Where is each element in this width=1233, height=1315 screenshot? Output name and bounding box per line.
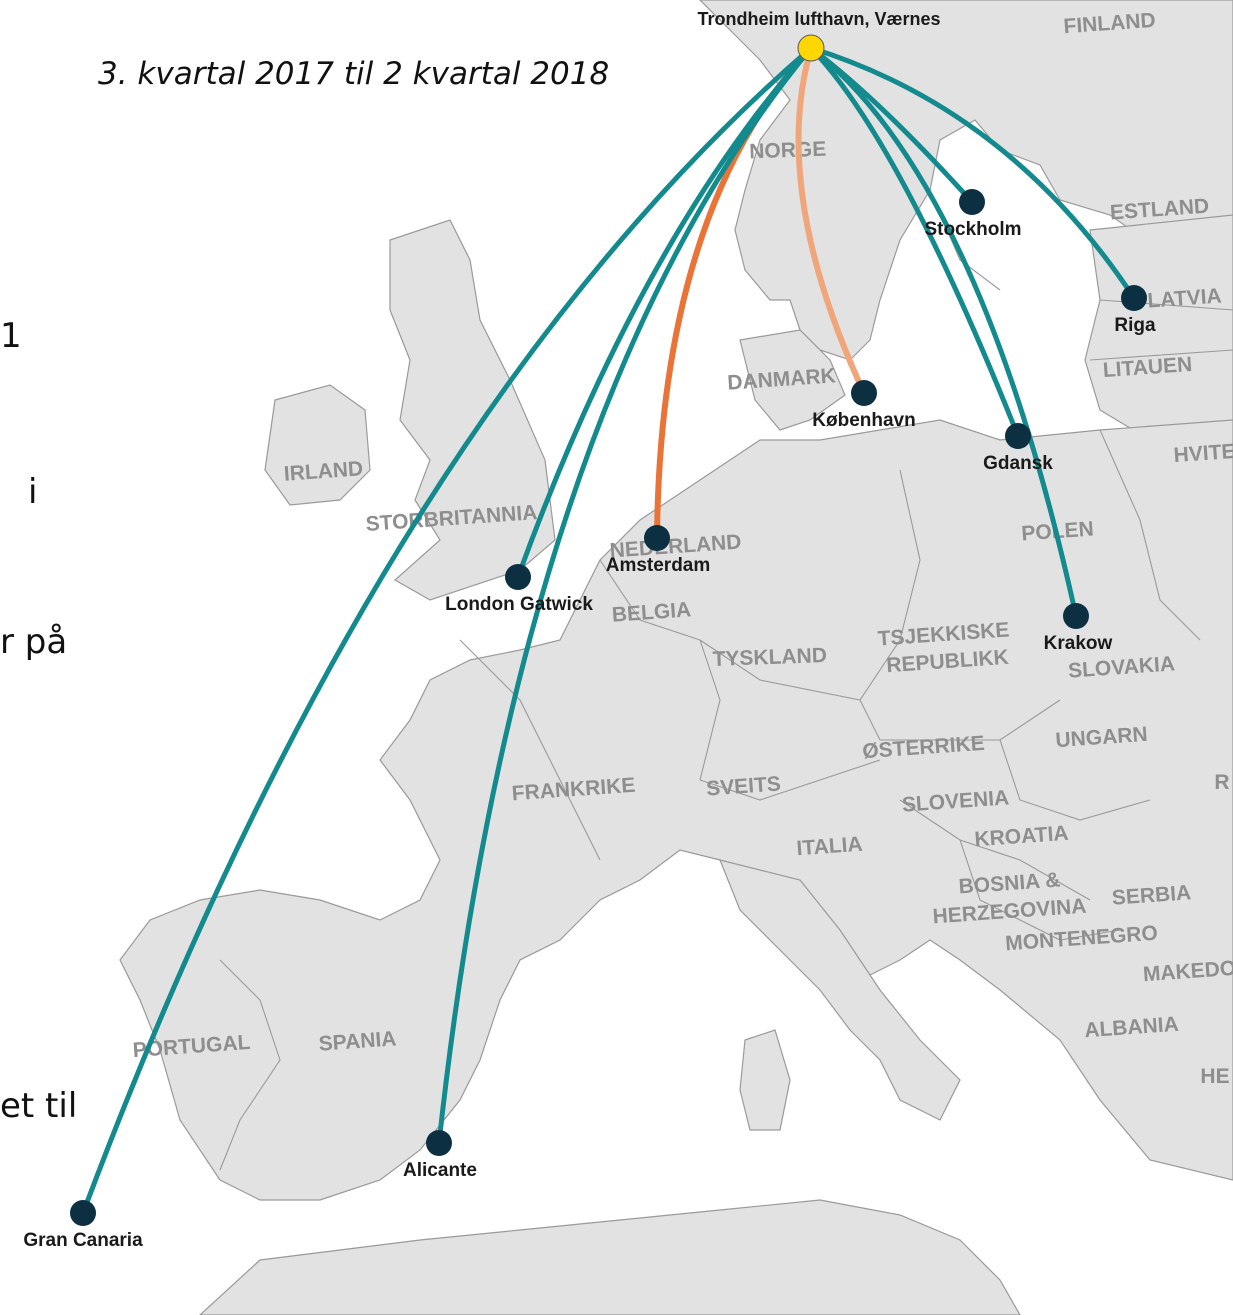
britain-land bbox=[389, 219, 556, 601]
route-line bbox=[436, 45, 814, 1146]
italy-land bbox=[719, 859, 961, 1121]
country-label: TYSKLAND bbox=[712, 644, 827, 671]
sardinia-land bbox=[739, 1029, 791, 1131]
airport-marker[interactable] bbox=[1005, 423, 1031, 449]
country-label: BELGIA bbox=[611, 598, 692, 626]
country-label: SERBIA bbox=[1111, 881, 1192, 909]
airport-label: København bbox=[812, 410, 915, 431]
country-label: LATVIA bbox=[1147, 284, 1223, 312]
country-label: NORGE bbox=[749, 138, 827, 164]
hub-airport-marker[interactable] bbox=[797, 34, 825, 62]
airport-label: Gran Canaria bbox=[23, 1230, 143, 1251]
country-borders bbox=[219, 189, 1233, 1171]
airport-label: Riga bbox=[1114, 315, 1156, 336]
north-africa-land bbox=[199, 1199, 1021, 1315]
airport-marker[interactable] bbox=[426, 1130, 452, 1156]
country-label: ITALIA bbox=[796, 833, 864, 861]
country-label: SPANIA bbox=[318, 1027, 397, 1055]
ireland-land bbox=[264, 384, 371, 506]
routes bbox=[80, 45, 1137, 1216]
route-line bbox=[808, 45, 1079, 619]
route-line bbox=[808, 45, 1021, 439]
side-text-fragment: r på bbox=[0, 622, 68, 662]
map-subtitle: 3. kvartal 2017 til 2 kvartal 2018 bbox=[98, 56, 610, 92]
airport-marker[interactable] bbox=[1121, 285, 1147, 311]
airport-label: Alicante bbox=[403, 1160, 477, 1181]
side-text-fragment: i bbox=[28, 472, 38, 512]
route-line bbox=[808, 45, 1137, 301]
airport-label: Krakow bbox=[1044, 633, 1113, 654]
airport-marker[interactable] bbox=[70, 1200, 96, 1226]
airport-label: Stockholm bbox=[924, 219, 1021, 240]
airport-marker[interactable] bbox=[644, 525, 670, 551]
denmark-land bbox=[739, 329, 846, 431]
airport-marker[interactable] bbox=[505, 564, 531, 590]
country-label: SVEITS bbox=[705, 772, 781, 800]
side-text-fragment: 1 bbox=[0, 316, 22, 356]
airport-label: London Gatwick bbox=[445, 594, 593, 615]
airport-label: Gdansk bbox=[983, 453, 1053, 474]
baltics-land bbox=[1084, 214, 1233, 441]
hub-airport-label: Trondheim lufthavn, Værnes bbox=[697, 9, 940, 29]
route-line bbox=[515, 45, 814, 580]
route-line bbox=[80, 45, 814, 1216]
landmass bbox=[119, 0, 1233, 1315]
side-text-fragment: et til bbox=[0, 1086, 78, 1126]
subtitle-panel bbox=[62, 34, 680, 104]
airport-marker[interactable] bbox=[959, 189, 985, 215]
airport-marker[interactable] bbox=[851, 380, 877, 406]
airport-label: Amsterdam bbox=[606, 555, 711, 576]
country-label: HVITE bbox=[1173, 440, 1233, 467]
country-label: HE bbox=[1200, 1065, 1229, 1088]
country-label: IRLAND bbox=[283, 457, 364, 485]
country-label: R bbox=[1214, 771, 1229, 794]
route-line bbox=[795, 45, 867, 396]
airport-marker[interactable] bbox=[1063, 603, 1089, 629]
